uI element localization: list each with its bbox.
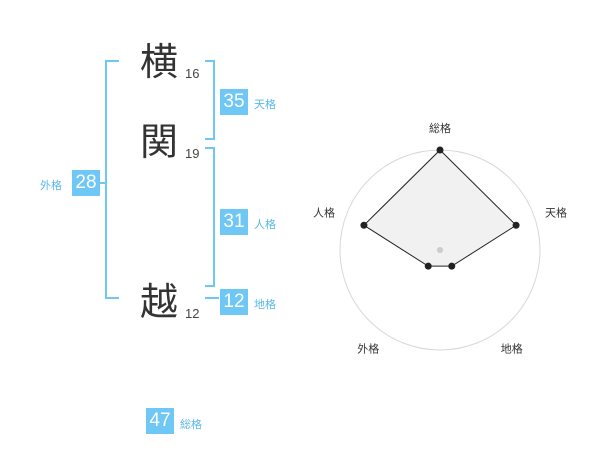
radar-point-4 xyxy=(424,262,432,270)
jinkaku-bracket-bottom xyxy=(205,285,215,287)
name-char-2: 関 xyxy=(140,120,179,164)
chikaku-value: 12 xyxy=(220,289,248,315)
soukaku-value: 47 xyxy=(146,408,174,434)
radar-point-3 xyxy=(448,262,456,270)
name-char-1: 横 xyxy=(140,40,179,84)
radar-axis-label-4: 外格 xyxy=(357,342,379,356)
gaikaku-bracket-bottom xyxy=(105,297,119,299)
radar-axis-label-5: 人格 xyxy=(313,205,335,219)
jinkaku-bracket-vertical xyxy=(213,147,215,287)
stroke-count-2: 19 xyxy=(185,146,200,161)
jinkaku-label: 人格 xyxy=(254,218,276,231)
jinkaku-bracket-top xyxy=(205,147,215,149)
name-char-3: 越 xyxy=(140,280,179,324)
tenkaku-bracket-vertical xyxy=(213,60,215,140)
radar-center-dot xyxy=(437,247,443,253)
radar-point-1 xyxy=(436,146,444,154)
radar-point-2 xyxy=(512,221,520,229)
tenkaku-bracket-bottom xyxy=(205,138,215,140)
tenkaku-bracket-top xyxy=(205,60,215,62)
jinkaku-value: 31 xyxy=(220,209,248,235)
gaikaku-bracket-top xyxy=(105,60,119,62)
radar-point-5 xyxy=(360,221,368,229)
chikaku-connector xyxy=(205,297,219,299)
stroke-count-1: 16 xyxy=(185,66,200,81)
radar-axis-label-2: 天格 xyxy=(545,205,567,219)
radar-axis-label-1: 総格 xyxy=(429,121,451,135)
tenkaku-value: 35 xyxy=(220,89,248,115)
gaikaku-connector xyxy=(99,182,107,184)
chikaku-label: 地格 xyxy=(254,298,276,311)
gaikaku-value: 28 xyxy=(72,170,100,196)
radar-points xyxy=(360,146,520,270)
gaikaku-bracket-vertical xyxy=(105,60,107,299)
soukaku-label: 総格 xyxy=(180,418,202,431)
tenkaku-label: 天格 xyxy=(254,98,276,111)
radar-polygon xyxy=(363,149,517,267)
gaikaku-label: 外格 xyxy=(40,179,62,192)
stroke-count-3: 12 xyxy=(185,306,200,321)
radar-axis-label-3: 地格 xyxy=(501,342,523,356)
